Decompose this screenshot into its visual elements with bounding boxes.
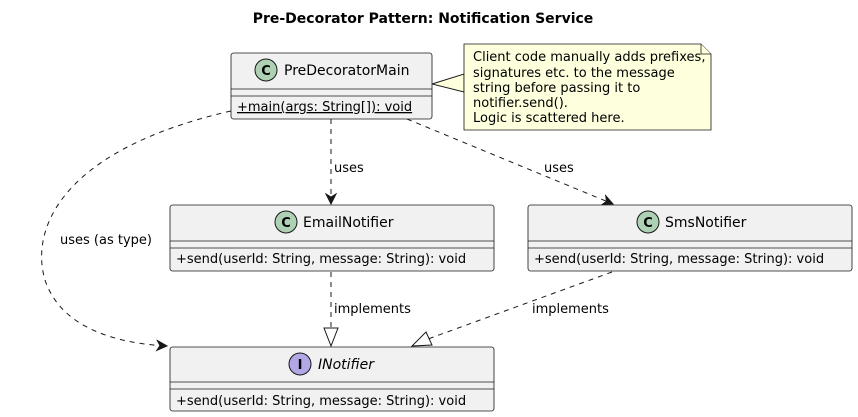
class-badge-letter: C xyxy=(643,216,653,231)
class-name: EmailNotifier xyxy=(303,215,394,231)
interface-member: +send(userId: String, message: String): … xyxy=(176,394,466,409)
note-line: notifier.send(). xyxy=(473,96,568,111)
relation-label-email-to-inotifier: implements xyxy=(334,302,411,317)
class-emailnotifier[interactable]: C EmailNotifier +send(userId: String, me… xyxy=(169,204,495,272)
relation-label-main-to-sms: uses xyxy=(544,161,574,176)
interface-badge-letter: I xyxy=(298,358,303,373)
class-name: SmsNotifier xyxy=(665,215,747,231)
note-box: Client code manually adds prefixes, sign… xyxy=(463,43,712,131)
class-member: +send(userId: String, message: String): … xyxy=(176,252,466,267)
interface-inotifier[interactable]: I INotifier +send(userId: String, messag… xyxy=(169,346,495,412)
relation-label-main-to-email: uses xyxy=(334,161,364,176)
note-line: Client code manually adds prefixes, xyxy=(473,50,705,65)
class-member: +send(userId: String, message: String): … xyxy=(534,252,824,267)
diagram-title: Pre-Decorator Pattern: Notification Serv… xyxy=(253,11,594,27)
note-line: string before passing it to xyxy=(473,81,640,96)
realization-arrowhead-email xyxy=(323,327,339,348)
class-badge-letter: C xyxy=(281,216,291,231)
class-badge-letter: C xyxy=(261,64,271,79)
note-line: signatures etc. to the message xyxy=(473,66,675,81)
class-badge-icon xyxy=(636,210,660,234)
relation-main-to-sms xyxy=(406,118,613,204)
interface-name: INotifier xyxy=(318,357,375,373)
relation-sms-to-inotifier xyxy=(427,271,613,340)
relation-label-main-to-inotifier: uses (as type) xyxy=(60,233,152,248)
interface-badge-icon xyxy=(288,352,312,376)
note-line: Logic is scattered here. xyxy=(473,111,625,126)
note-connector xyxy=(430,73,465,93)
class-badge-icon xyxy=(274,210,298,234)
class-smsnotifier[interactable]: C SmsNotifier +send(userId: String, mess… xyxy=(527,204,853,272)
class-member: +main(args: String[]): void xyxy=(237,100,412,115)
class-name: PreDecoratorMain xyxy=(284,63,409,79)
class-predecoratormain[interactable]: C PreDecoratorMain +main(args: String[])… xyxy=(230,52,433,120)
relation-label-sms-to-inotifier: implements xyxy=(532,302,609,317)
realization-arrowhead-sms xyxy=(410,331,433,347)
class-badge-icon xyxy=(254,58,278,82)
